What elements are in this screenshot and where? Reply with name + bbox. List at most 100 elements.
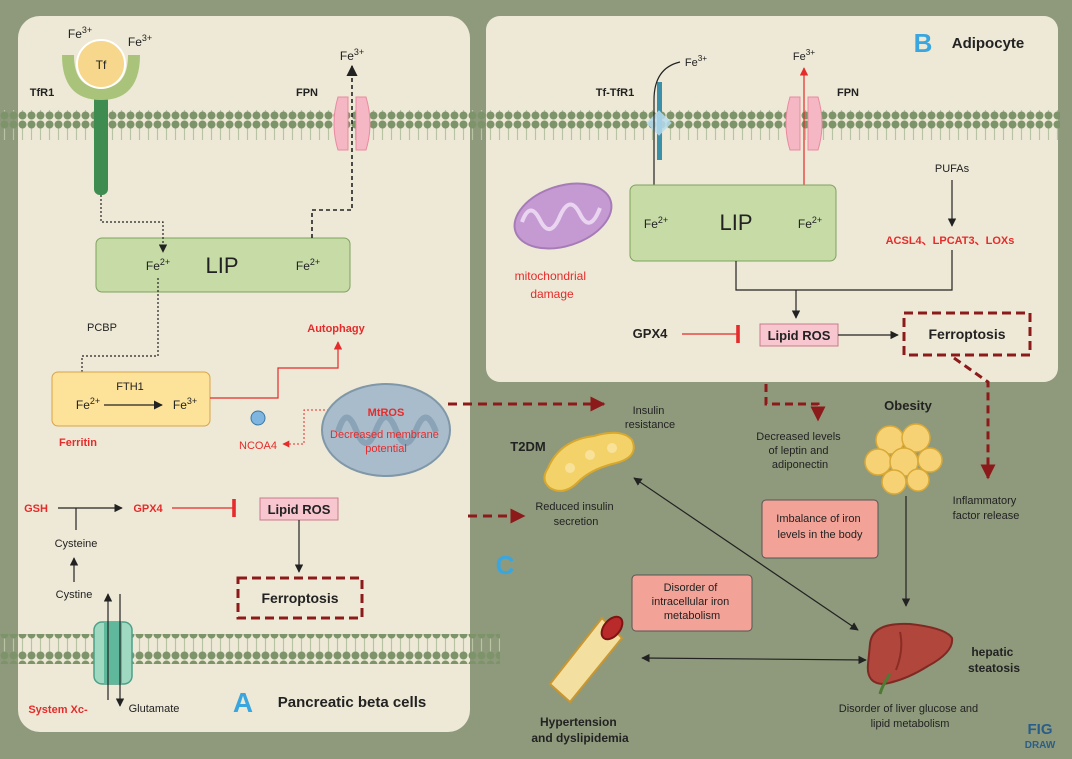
brand-line2: DRAW [1025, 740, 1056, 751]
obesity-label: Obesity [884, 398, 932, 413]
hypertension-line2: and dyslipidemia [531, 731, 629, 745]
fpn-label-a: FPN [296, 87, 318, 99]
mito-damage-line1: mitochondrial [515, 269, 586, 283]
mitochondrion-b [513, 182, 613, 250]
ferroptosis-label-a: Ferroptosis [261, 590, 338, 606]
mito-damage-label: mitochondrial damage [515, 269, 590, 301]
lipid-ros-label-b: Lipid ROS [768, 328, 831, 343]
cystine-label: Cystine [56, 589, 93, 601]
lip-box-b [629, 184, 837, 262]
insulin-resistance-line1: Insulin [633, 405, 665, 417]
tftfr1-label: Tf-TfR1 [596, 87, 635, 99]
blood-vessel-icon [548, 615, 624, 704]
membrane-potential-label: Decreased membrane potential [330, 429, 442, 455]
panel-c-letter: C [496, 550, 515, 580]
imbalance-iron-line1: Imbalance of iron [776, 513, 860, 525]
pancreas-icon [543, 431, 635, 492]
tftfr1-diamond [646, 110, 672, 136]
liver-metabolism-line1: Disorder of liver glucose and [839, 703, 978, 715]
glutamate-label: Glutamate [129, 703, 180, 715]
arrow-to-autophagy [210, 341, 343, 399]
arrow-pancreas-liver [633, 477, 859, 631]
t2dm-label: T2DM [510, 439, 545, 454]
arrow-lip-to-fpn [311, 64, 358, 238]
tfr1-label: TfR1 [30, 87, 54, 99]
panel-a-letter: A [233, 687, 253, 718]
ferroptosis-box-a [236, 576, 364, 620]
inflammatory-line2: factor release [953, 510, 1020, 522]
insulin-resistance-line2: resistance [625, 419, 675, 431]
reduced-insulin-label: Reduced insulin secretion [535, 501, 616, 528]
ferritin-box [51, 371, 211, 427]
inflammatory-line1: Inflammatory [953, 495, 1017, 507]
arrow-mito-to-ncoa4 [282, 409, 365, 448]
lip-label-a: LIP [205, 253, 238, 278]
tf-protein [76, 39, 126, 89]
disorder-intracellular-line1: Disorder of [664, 582, 719, 594]
membrane-potential-line1: Decreased membrane [330, 429, 439, 441]
fat-cells-icon [864, 423, 943, 495]
hypertension-label: Hypertension and dyslipidemia [531, 715, 629, 745]
decreased-leptin-line1: Decreased levels [756, 431, 841, 443]
panel-a-background [18, 16, 470, 732]
panel-b-title: Adipocyte [952, 35, 1025, 52]
merge-line-b [735, 250, 953, 291]
decreased-leptin-line2: of leptin and [769, 445, 829, 457]
insulin-resistance-label: Insulin resistance [625, 405, 675, 431]
mitochondrion-a [321, 383, 451, 477]
fpn-channel-a [333, 96, 371, 151]
cysteine-label: Cysteine [55, 538, 98, 550]
arrow-b-to-inflammatory [953, 356, 996, 480]
ferroptosis-box-b [902, 311, 1032, 357]
inflammatory-label: Inflammatory factor release [953, 495, 1020, 522]
arrow-vessel-liver [641, 653, 867, 665]
liver-icon [866, 622, 954, 695]
ncoa4-label: NCOA4 [239, 440, 277, 452]
liver-metabolism-label: Disorder of liver glucose and lipid meta… [839, 703, 981, 730]
fpn-channel-b [785, 96, 823, 151]
hepatic-steatosis-line1: hepatic [971, 645, 1013, 659]
disorder-intracellular-line2: intracellular iron [652, 596, 730, 608]
enzymes-label: ACSL4、LPCAT3、LOXs [886, 235, 1015, 247]
reduced-insulin-line1: Reduced insulin [535, 501, 613, 513]
decreased-leptin-line3: adiponectin [772, 459, 828, 471]
ferroptosis-label-b: Ferroptosis [928, 326, 1005, 342]
arrow-b-to-leptin [764, 384, 826, 422]
hypertension-line1: Hypertension [540, 715, 617, 729]
disorder-intracellular-line3: metabolism [664, 610, 720, 622]
autophagy-label: Autophagy [307, 323, 365, 335]
system-xc-label: System Xc- [28, 704, 88, 716]
arrow-tfr1-to-lip [100, 195, 168, 253]
reduced-insulin-line2: secretion [554, 516, 599, 528]
decreased-leptin-label: Decreased levels of leptin and adiponect… [756, 431, 843, 471]
hepatic-steatosis-label: hepatic steatosis [968, 645, 1020, 675]
brand-line1: FIG [1028, 721, 1053, 738]
membrane-potential-line2: potential [365, 443, 407, 455]
arrow-fe3-into-lip-b [649, 61, 681, 213]
bottom-membrane [0, 634, 500, 664]
gpx4-label-a: GPX4 [133, 503, 163, 515]
gpx4-label-b: GPX4 [633, 326, 668, 341]
arrow-lip-to-ferritin [77, 278, 159, 385]
imbalance-iron-line2: levels in the body [778, 529, 863, 541]
pufas-label: PUFAs [935, 163, 970, 175]
ncoa4-circle [250, 410, 266, 426]
hepatic-steatosis-line2: steatosis [968, 661, 1020, 675]
fth1-label: FTH1 [116, 381, 144, 393]
panel-a-title: Pancreatic beta cells [278, 694, 426, 711]
mito-damage-line2: damage [530, 287, 574, 301]
tfr1-receptor [62, 39, 140, 195]
mtros-label: MtROS [368, 407, 405, 419]
liver-metabolism-line2: lipid metabolism [871, 718, 950, 730]
ferritin-label: Ferritin [59, 437, 97, 449]
gsh-label: GSH [24, 503, 48, 515]
tf-label: Tf [96, 58, 107, 72]
fpn-label-b: FPN [837, 87, 859, 99]
pcbp-label: PCBP [87, 322, 117, 334]
lipid-ros-label-a: Lipid ROS [268, 502, 331, 517]
system-xc-transporter [93, 621, 133, 685]
top-membrane [0, 110, 1060, 140]
lip-label-b: LIP [719, 210, 752, 235]
